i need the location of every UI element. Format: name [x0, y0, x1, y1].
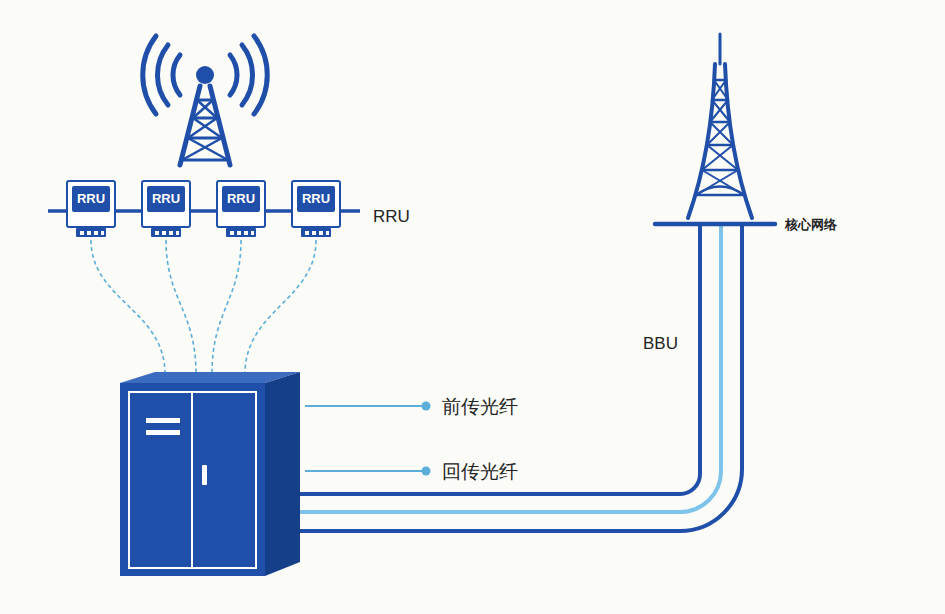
- dashed-cable: [166, 240, 196, 374]
- pin: [305, 231, 309, 235]
- radio-wave: [230, 55, 237, 95]
- pin: [251, 231, 254, 235]
- fiber-line: [300, 226, 742, 531]
- radio-wave: [254, 36, 267, 114]
- rru-cables: [91, 240, 316, 374]
- unit-name: RRU: [297, 186, 335, 212]
- leader-dot: [422, 467, 431, 476]
- door-split: [191, 392, 193, 568]
- pin: [319, 231, 323, 235]
- tower-brace: [182, 100, 228, 160]
- connector-pins: [226, 228, 256, 237]
- rru-unit: RRU: [291, 180, 341, 228]
- backhaul-label: 回传光纤: [442, 459, 518, 485]
- pin: [312, 231, 316, 235]
- pin: [230, 231, 234, 235]
- connector-pins: [151, 228, 181, 237]
- pin-dots: [80, 231, 329, 235]
- fronthaul-label: 前传光纤: [442, 394, 518, 420]
- rru-label: RRU: [373, 207, 410, 227]
- pin: [101, 231, 104, 235]
- unit-name: RRU: [72, 186, 110, 212]
- antenna-head: [196, 66, 214, 84]
- dashed-cable: [212, 240, 241, 374]
- vent: [146, 418, 180, 423]
- cabinet-side: [265, 372, 300, 576]
- tower-leg: [688, 64, 752, 218]
- rru-pins: [76, 228, 331, 237]
- pin: [155, 231, 159, 235]
- tower-leg: [180, 86, 230, 165]
- radio-wave: [173, 55, 180, 95]
- leader-dot: [422, 402, 431, 411]
- pin: [326, 231, 329, 235]
- radio-wave: [157, 45, 168, 105]
- cabinet-front: [120, 383, 265, 576]
- radio-wave: [143, 36, 156, 114]
- antenna-tower: [143, 36, 268, 165]
- fiber-callouts: [305, 402, 431, 476]
- radio-wave: [242, 45, 253, 105]
- connector-pins: [76, 228, 106, 237]
- core-tower: [655, 34, 775, 224]
- core-network-label: 核心网络: [785, 216, 837, 234]
- bbu-label: BBU: [643, 334, 678, 354]
- door-handle: [202, 465, 207, 485]
- leader-line: [305, 405, 424, 407]
- vent: [146, 430, 180, 435]
- bbu-cabinet: [120, 372, 300, 576]
- pin: [176, 231, 179, 235]
- tower-base: [655, 222, 775, 227]
- cabinet-frame: [129, 392, 256, 568]
- pin: [237, 231, 241, 235]
- fiber-line: [300, 226, 700, 494]
- unit-name: RRU: [147, 186, 185, 212]
- pin: [80, 231, 84, 235]
- fiber-bundle: [300, 226, 742, 531]
- connector-pins: [301, 228, 331, 237]
- tower-brace: [182, 100, 228, 160]
- pin: [87, 231, 91, 235]
- fiber-line: [300, 226, 721, 512]
- tower-brace: [696, 80, 744, 195]
- tower-brace: [696, 80, 744, 195]
- dashed-cable: [245, 240, 316, 374]
- rru-unit: RRU: [216, 180, 266, 228]
- dashed-cable: [91, 240, 165, 374]
- pin: [169, 231, 173, 235]
- tower-mast: [719, 34, 722, 64]
- pin: [162, 231, 166, 235]
- rru-unit: RRU: [66, 180, 116, 228]
- pin: [244, 231, 248, 235]
- tower-arch: [696, 187, 744, 196]
- unit-name: RRU: [222, 186, 260, 212]
- rru-unit: RRU: [141, 180, 191, 228]
- pin: [94, 231, 98, 235]
- leader-line: [305, 470, 424, 472]
